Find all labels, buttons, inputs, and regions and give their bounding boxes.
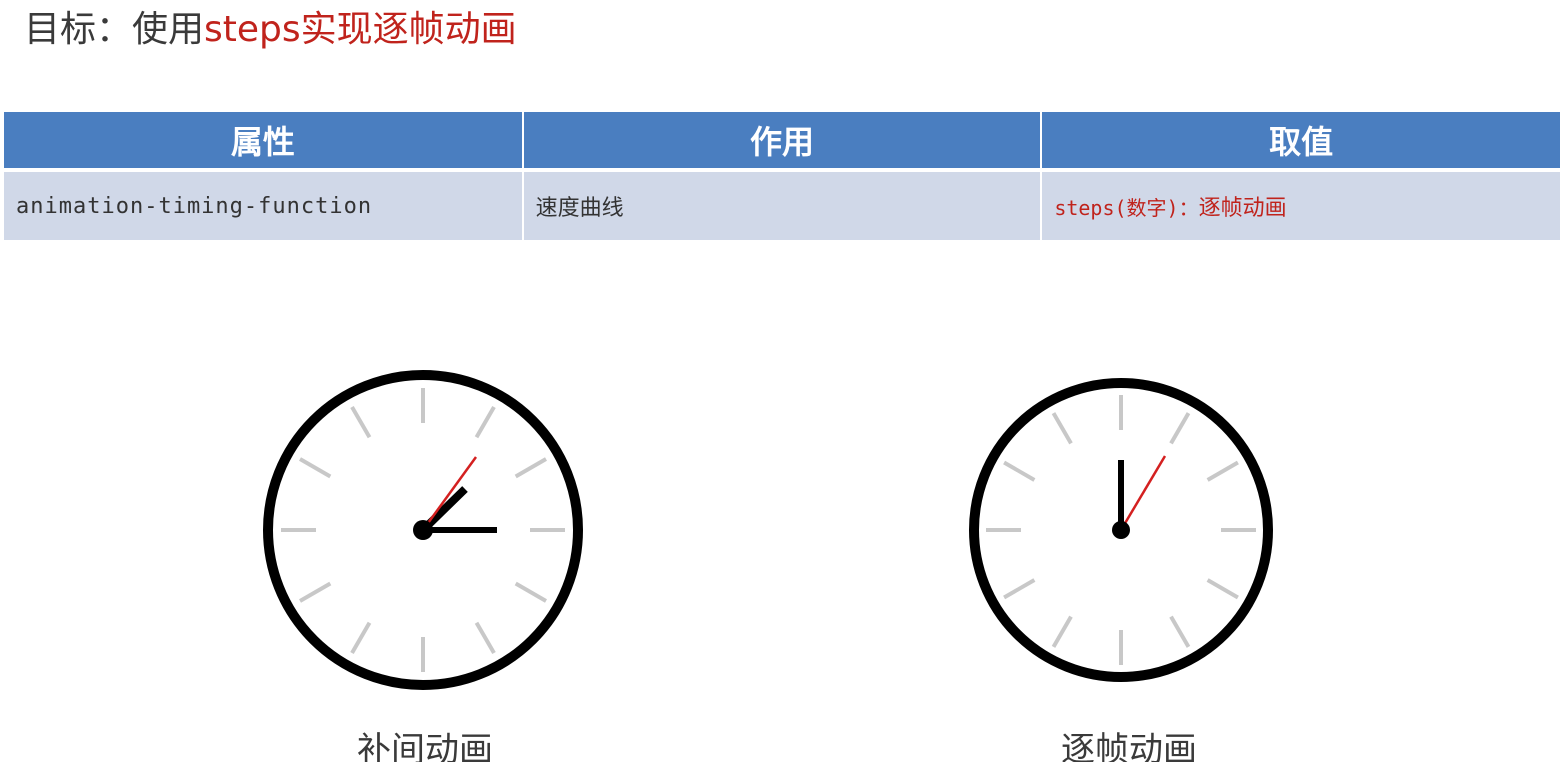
- left-tick-8: [298, 581, 332, 603]
- right-tick-8: [1003, 578, 1036, 600]
- table-header-row: 属性 作用 取值: [4, 112, 1560, 172]
- left-tick-4: [514, 581, 548, 603]
- table-row: animation-timing-function 速度曲线 steps(数字)…: [4, 170, 1560, 240]
- right-tick-2: [1206, 460, 1239, 482]
- left-tick-11: [350, 405, 372, 439]
- page-title: 目标：使用steps实现逐帧动画: [24, 4, 517, 56]
- property-table: 属性 作用 取值 animation-timing-function 速度曲线 …: [4, 112, 1560, 240]
- left-tick-1: [474, 405, 496, 439]
- cell-effect: 速度曲线: [522, 170, 1043, 240]
- header-value: 取值: [1041, 112, 1560, 172]
- header-property: 属性: [4, 112, 524, 172]
- tick-marks-right: [986, 395, 1256, 665]
- second-hand-left: [421, 456, 478, 531]
- left-tick-2: [514, 457, 548, 479]
- left-tick-7: [350, 621, 372, 655]
- second-hand-right: [1119, 455, 1167, 531]
- steps-clock: [969, 378, 1273, 682]
- cell-value: steps(数字)：逐帧动画: [1041, 170, 1560, 240]
- right-tick-5: [1169, 615, 1191, 648]
- caption-steps: 逐帧动画: [1061, 730, 1197, 762]
- header-effect: 作用: [522, 112, 1043, 172]
- left-tick-10: [298, 457, 332, 479]
- tween-clock: [263, 370, 583, 690]
- title-highlight: steps实现逐帧动画: [204, 9, 517, 50]
- center-pin-left: [413, 520, 433, 540]
- caption-tween: 补间动画: [357, 730, 493, 762]
- title-prefix: 目标：使用: [24, 9, 205, 50]
- right-tick-11: [1051, 412, 1073, 445]
- tick-marks-left: [281, 388, 565, 672]
- left-tick-5: [474, 621, 496, 655]
- right-tick-1: [1169, 412, 1191, 445]
- cell-value-text: 逐帧动画: [1198, 196, 1287, 221]
- cell-property: animation-timing-function: [4, 170, 524, 240]
- right-tick-10: [1003, 460, 1036, 482]
- right-tick-4: [1206, 578, 1239, 600]
- right-tick-7: [1051, 615, 1073, 648]
- cell-value-code: steps(数字)：: [1054, 196, 1199, 220]
- center-pin-right: [1112, 521, 1130, 539]
